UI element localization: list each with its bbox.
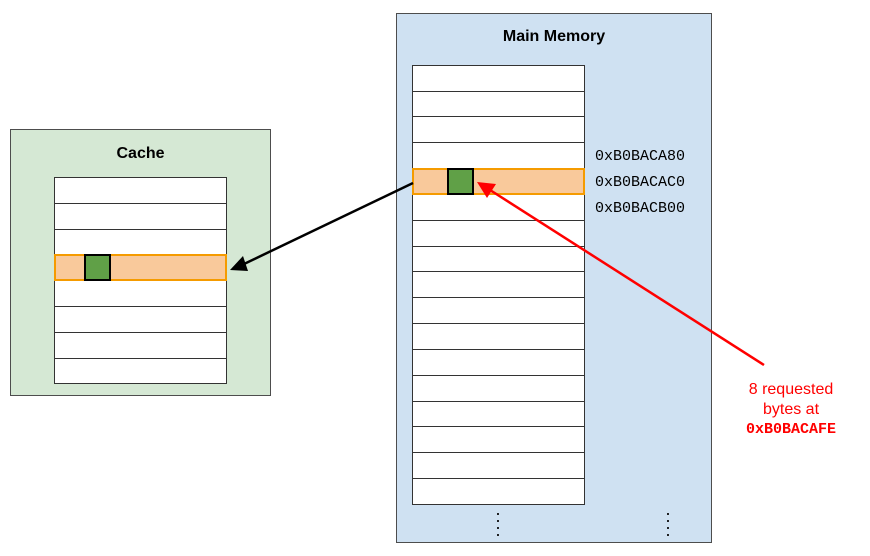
memory-line xyxy=(412,478,585,505)
annotation-line: 8 requested xyxy=(748,381,834,398)
memory-line xyxy=(412,220,585,247)
cache-requested-bytes xyxy=(84,254,111,281)
cache-line xyxy=(54,203,227,230)
cache-line xyxy=(54,332,227,359)
memory-line xyxy=(412,297,585,324)
address-label: 0xB0BACA80 xyxy=(595,148,686,165)
memory-lines xyxy=(412,65,585,505)
memory-line-highlighted xyxy=(412,168,585,195)
continuation-dots: ···· xyxy=(495,503,501,544)
memory-line xyxy=(412,246,585,273)
address-label: 0xB0BACB00 xyxy=(595,200,686,217)
continuation-dots: ···· xyxy=(665,503,671,544)
cache-line xyxy=(54,358,227,384)
memory-line xyxy=(412,271,585,298)
memory-requested-bytes xyxy=(447,168,474,195)
memory-line xyxy=(412,65,585,92)
memory-line xyxy=(412,426,585,453)
annotation-address: 0xB0BACAFE xyxy=(745,421,836,438)
memory-line xyxy=(412,116,585,143)
cache-line xyxy=(54,306,227,333)
cache-line-highlighted xyxy=(54,254,227,281)
cache-title: Cache xyxy=(116,145,165,162)
memory-line xyxy=(412,401,585,428)
cache-line xyxy=(54,280,227,307)
cache-line xyxy=(54,177,227,204)
memory-line xyxy=(412,91,585,118)
cache-lines xyxy=(54,177,227,384)
memory-line xyxy=(412,452,585,479)
annotation-line: bytes at xyxy=(762,401,820,418)
address-label: 0xB0BACAC0 xyxy=(595,174,686,191)
memory-line xyxy=(412,194,585,221)
memory-line xyxy=(412,349,585,376)
request-annotation: 8 requested bytes at 0xB0BACAFE xyxy=(716,380,866,440)
cache-line xyxy=(54,229,227,256)
main-memory-title: Main Memory xyxy=(502,28,606,45)
memory-line xyxy=(412,375,585,402)
memory-line xyxy=(412,142,585,169)
memory-line xyxy=(412,323,585,350)
